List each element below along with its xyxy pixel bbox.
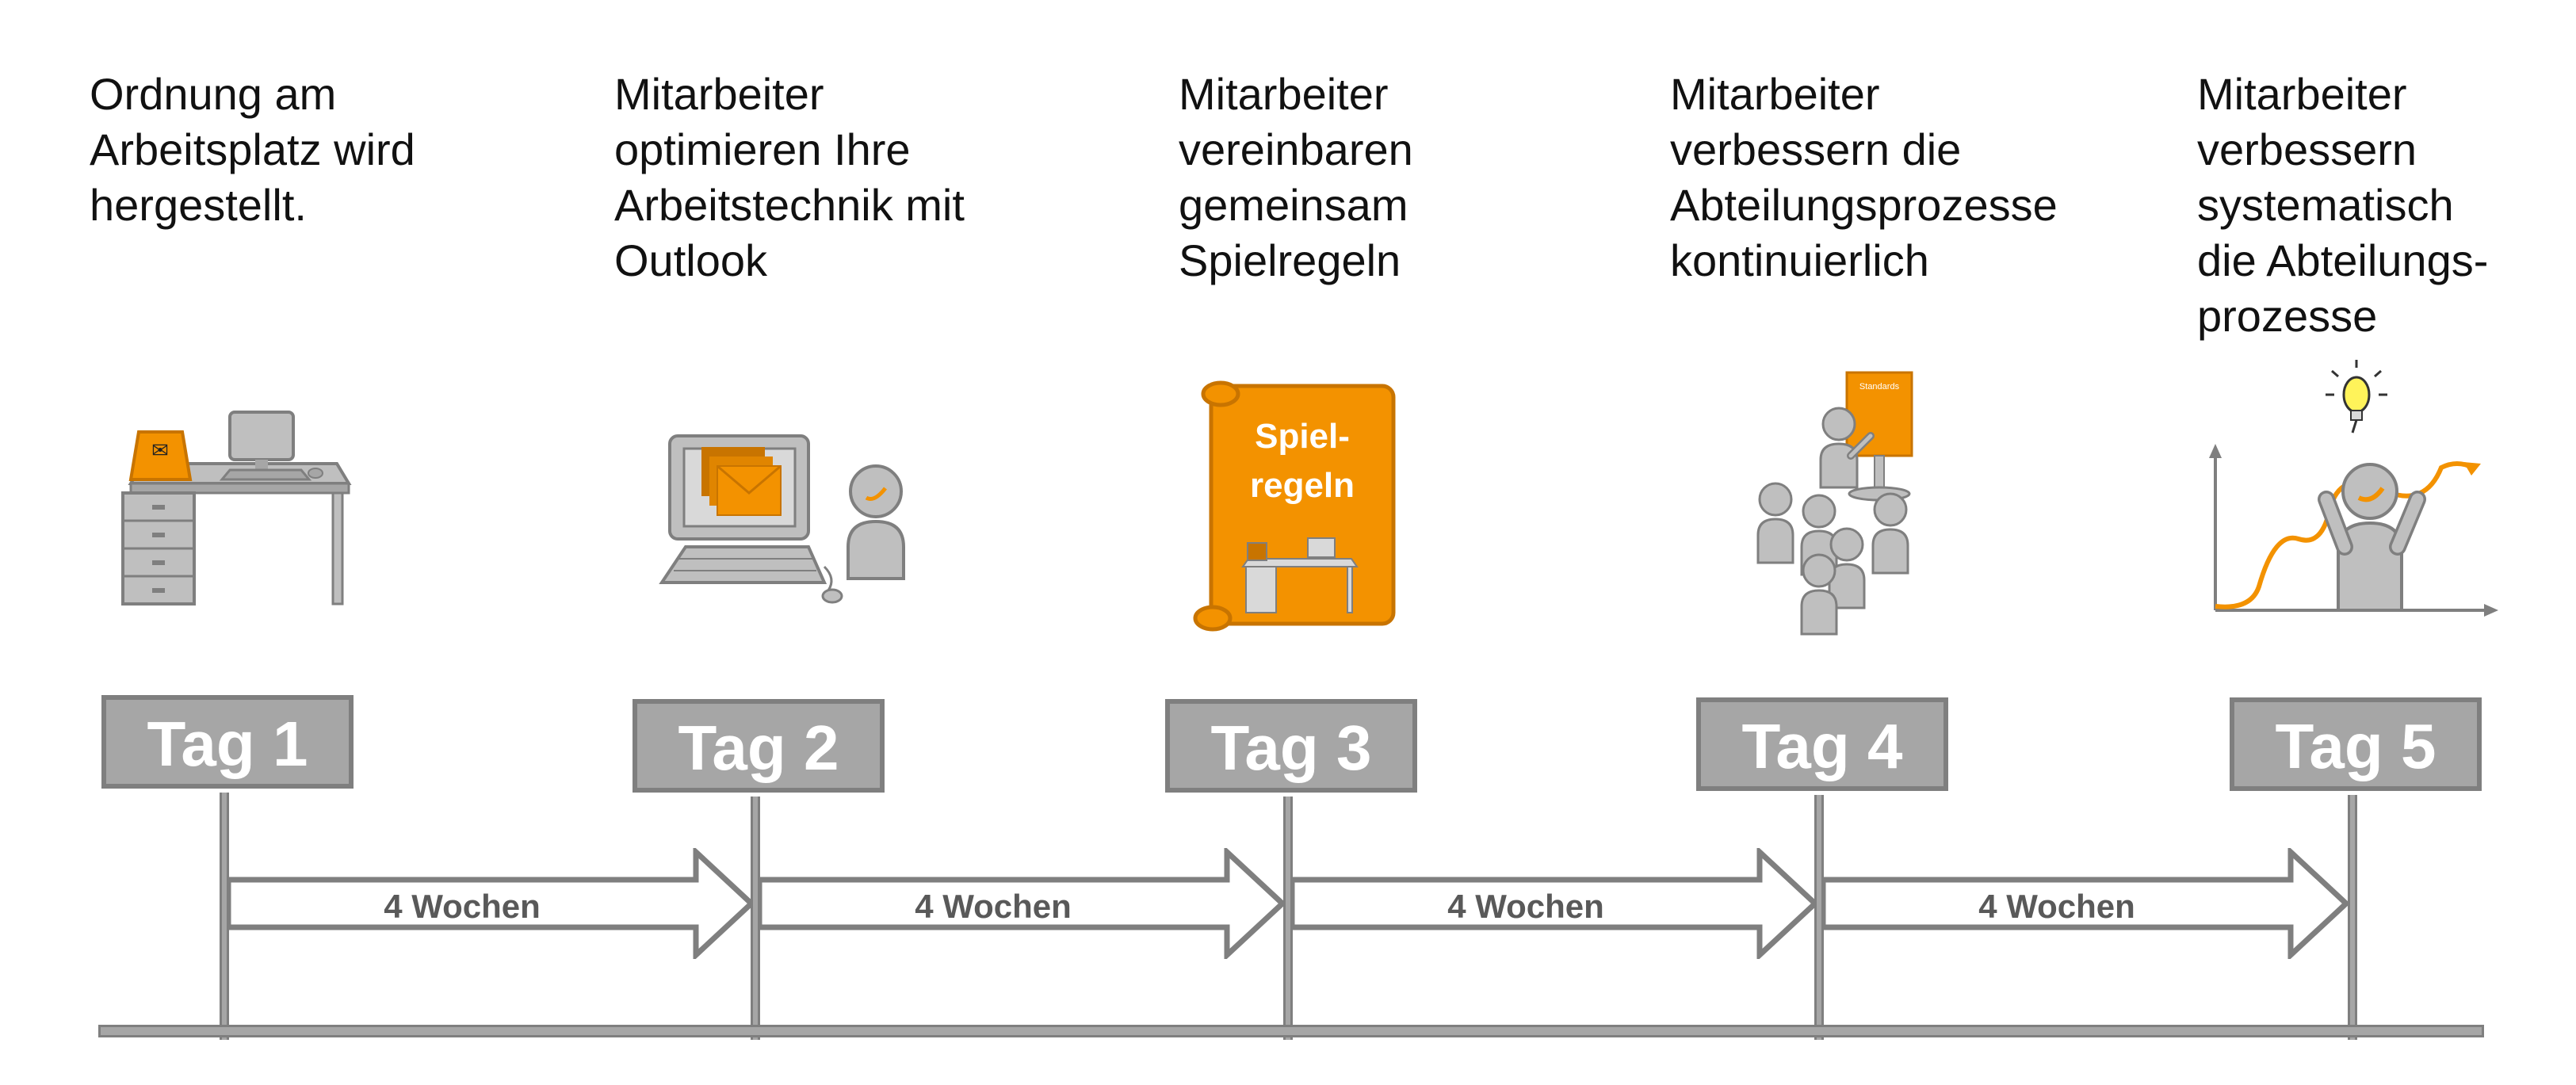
svg-text:✉: ✉ [151, 439, 169, 463]
step-5-description: Mitarbeiter verbessern systematisch die … [2197, 69, 2489, 341]
interval-arrow-4 [1823, 848, 2350, 959]
rules-scroll-icon: Spiel- regeln [1193, 380, 1396, 632]
step-1-description: Ordnung am Arbeitsplatz wird hergestellt… [90, 69, 415, 230]
day-5-post [2348, 795, 2357, 1040]
step-3-description: Mitarbeiter vereinbaren gemeinsam Spielr… [1179, 69, 1413, 285]
day-4-post [1814, 795, 1824, 1040]
idea-growth-icon [2209, 360, 2498, 617]
day-1-sign: Tag 1 [101, 695, 354, 789]
team-presentation-icon: Standards [1756, 371, 1913, 636]
day-2-sign: Tag 2 [633, 699, 885, 793]
interval-arrow-1 [228, 848, 755, 959]
scroll-text-line-1: Spiel- [1255, 417, 1350, 456]
computer-email-icon [659, 434, 905, 604]
board-text: Standards [1859, 382, 1900, 392]
day-2-post [751, 797, 760, 1040]
interval-label-2: 4 Wochen [915, 888, 1072, 925]
interval-label-4: 4 Wochen [1978, 888, 2135, 925]
day-3-post [1283, 797, 1293, 1040]
day-1-post [220, 793, 229, 1040]
interval-label-1: 4 Wochen [384, 888, 541, 925]
desk-workplace-icon: ✉ [121, 411, 352, 606]
interval-arrow-2 [759, 848, 1286, 959]
step-2-description: Mitarbeiter optimieren Ihre Arbeitstechn… [614, 69, 965, 285]
day-5-sign: Tag 5 [2230, 697, 2482, 791]
timeline-baseline [98, 1025, 2484, 1037]
day-3-sign: Tag 3 [1165, 699, 1417, 793]
interval-arrow-3 [1292, 848, 1819, 959]
step-4-description: Mitarbeiter verbessern die Abteilungspro… [1670, 69, 2058, 285]
scroll-text-line-2: regeln [1250, 466, 1355, 505]
day-4-sign: Tag 4 [1696, 697, 1948, 791]
interval-label-3: 4 Wochen [1447, 888, 1604, 925]
